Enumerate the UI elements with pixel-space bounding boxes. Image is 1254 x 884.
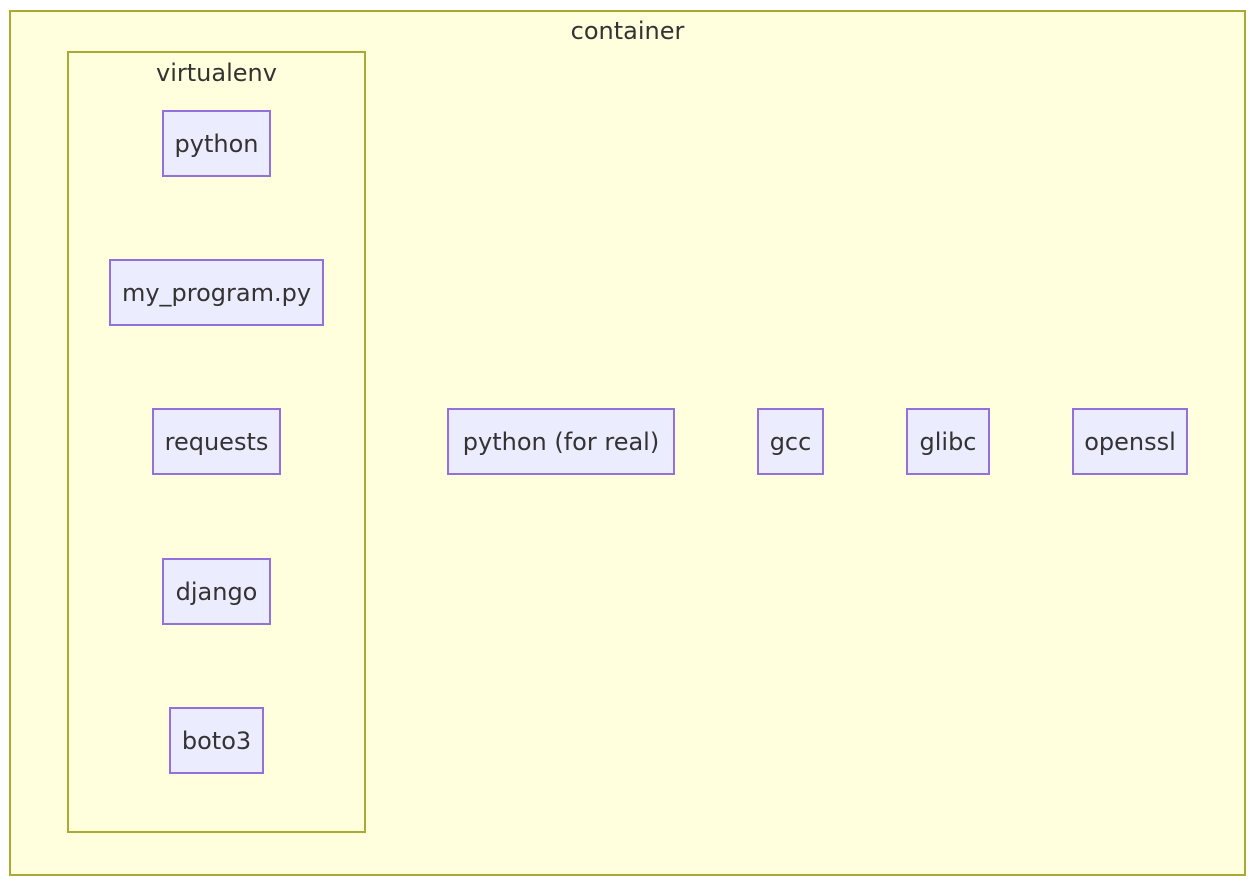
node-python-for-real[interactable]: python (for real) bbox=[447, 408, 675, 475]
node-my-program[interactable]: my_program.py bbox=[109, 259, 324, 326]
virtualenv-title: virtualenv bbox=[156, 59, 277, 87]
node-gcc[interactable]: gcc bbox=[757, 408, 824, 475]
node-django[interactable]: django bbox=[162, 558, 271, 625]
container-title: container bbox=[570, 17, 685, 45]
node-requests[interactable]: requests bbox=[152, 408, 281, 475]
node-boto3[interactable]: boto3 bbox=[169, 707, 264, 774]
node-python[interactable]: python bbox=[162, 110, 271, 177]
node-glibc[interactable]: glibc bbox=[906, 408, 990, 475]
node-openssl[interactable]: openssl bbox=[1072, 408, 1188, 475]
